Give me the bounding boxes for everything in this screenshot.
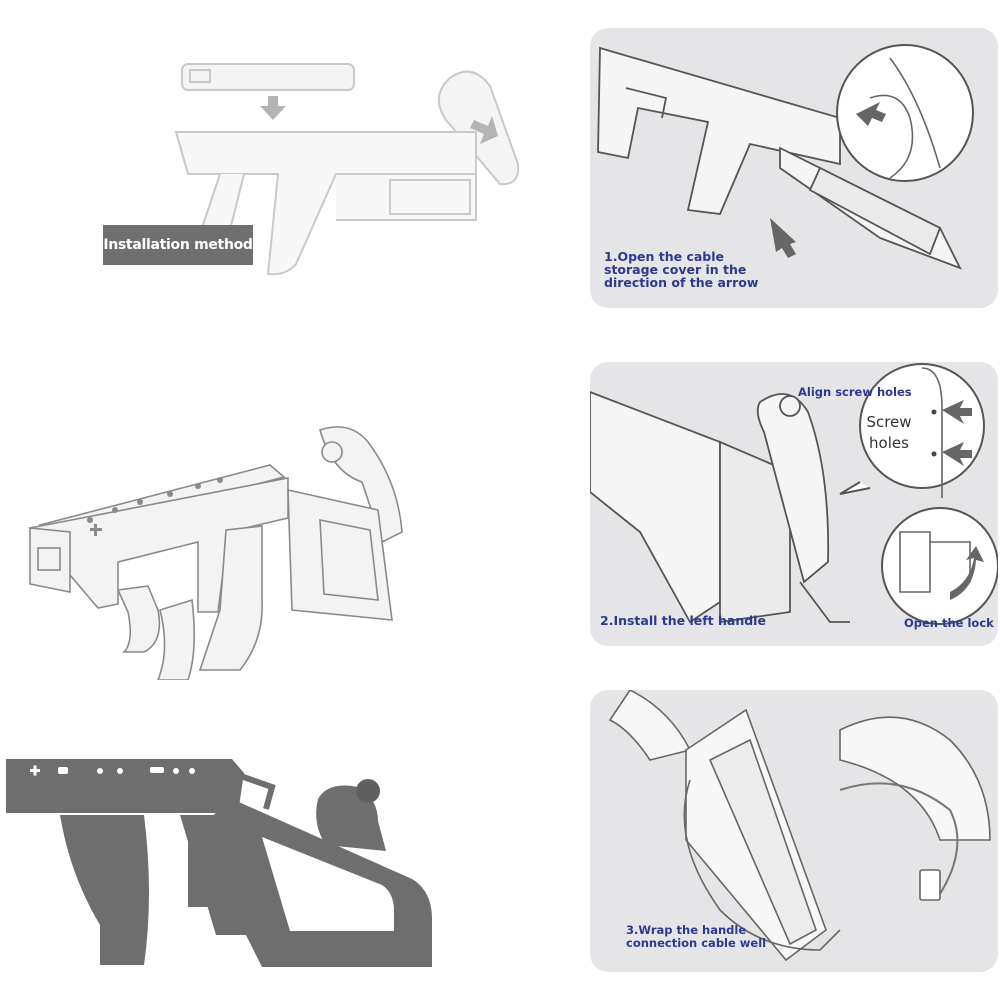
step-1-drawing bbox=[597, 44, 974, 270]
installation-method-label: Installation method bbox=[103, 225, 253, 265]
step-2-panel: Align screw holes Screw holes 2.Install … bbox=[590, 362, 998, 646]
step-1-panel: 1.Open the cable storage cover in the di… bbox=[590, 28, 998, 308]
callout-screw-holes: Screw holes bbox=[866, 413, 912, 452]
callout-align-screw-holes: Align screw holes bbox=[798, 385, 912, 399]
gun-silhouette-drawing bbox=[6, 759, 432, 967]
step-1-caption: 1.Open the cable storage cover in the di… bbox=[604, 249, 759, 290]
step-3-caption: 3.Wrap the handle connection cable well bbox=[626, 923, 767, 950]
callout-open-the-lock: Open the lock bbox=[904, 616, 994, 630]
step-3-drawing bbox=[608, 690, 991, 962]
step-2-drawing bbox=[590, 363, 998, 625]
step-3-panel: 3.Wrap the handle connection cable well bbox=[590, 690, 998, 972]
exploded-assembly-illustration bbox=[90, 40, 570, 360]
assembled-gun-illustration bbox=[20, 410, 440, 680]
step-2-caption: 2.Install the left handle bbox=[600, 613, 766, 628]
assembled-gun-drawing bbox=[28, 426, 403, 680]
exploded-assembly-drawing bbox=[174, 63, 520, 276]
gun-silhouette-illustration bbox=[0, 745, 460, 985]
